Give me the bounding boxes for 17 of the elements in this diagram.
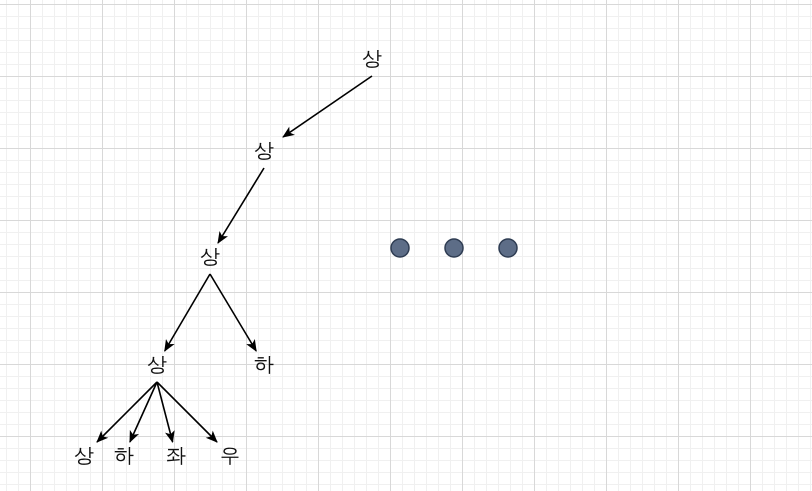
tree-label: 좌: [166, 445, 186, 465]
arrow: [156, 381, 218, 443]
tree-label: 상: [147, 354, 167, 374]
tree-label: 우: [220, 445, 240, 465]
arrow: [129, 382, 158, 443]
arrow: [209, 274, 257, 352]
tree-label: 하: [254, 354, 274, 374]
arrow: [282, 75, 372, 138]
tree-label: 하: [114, 445, 134, 465]
tree-label: 상: [362, 48, 382, 68]
arrow: [96, 381, 158, 443]
arrow: [156, 382, 175, 443]
arrow: [217, 168, 265, 244]
tree-label: 상: [254, 140, 274, 160]
tree-label: 상: [74, 445, 94, 465]
tree-label: 상: [200, 246, 220, 266]
arrow: [164, 274, 211, 352]
